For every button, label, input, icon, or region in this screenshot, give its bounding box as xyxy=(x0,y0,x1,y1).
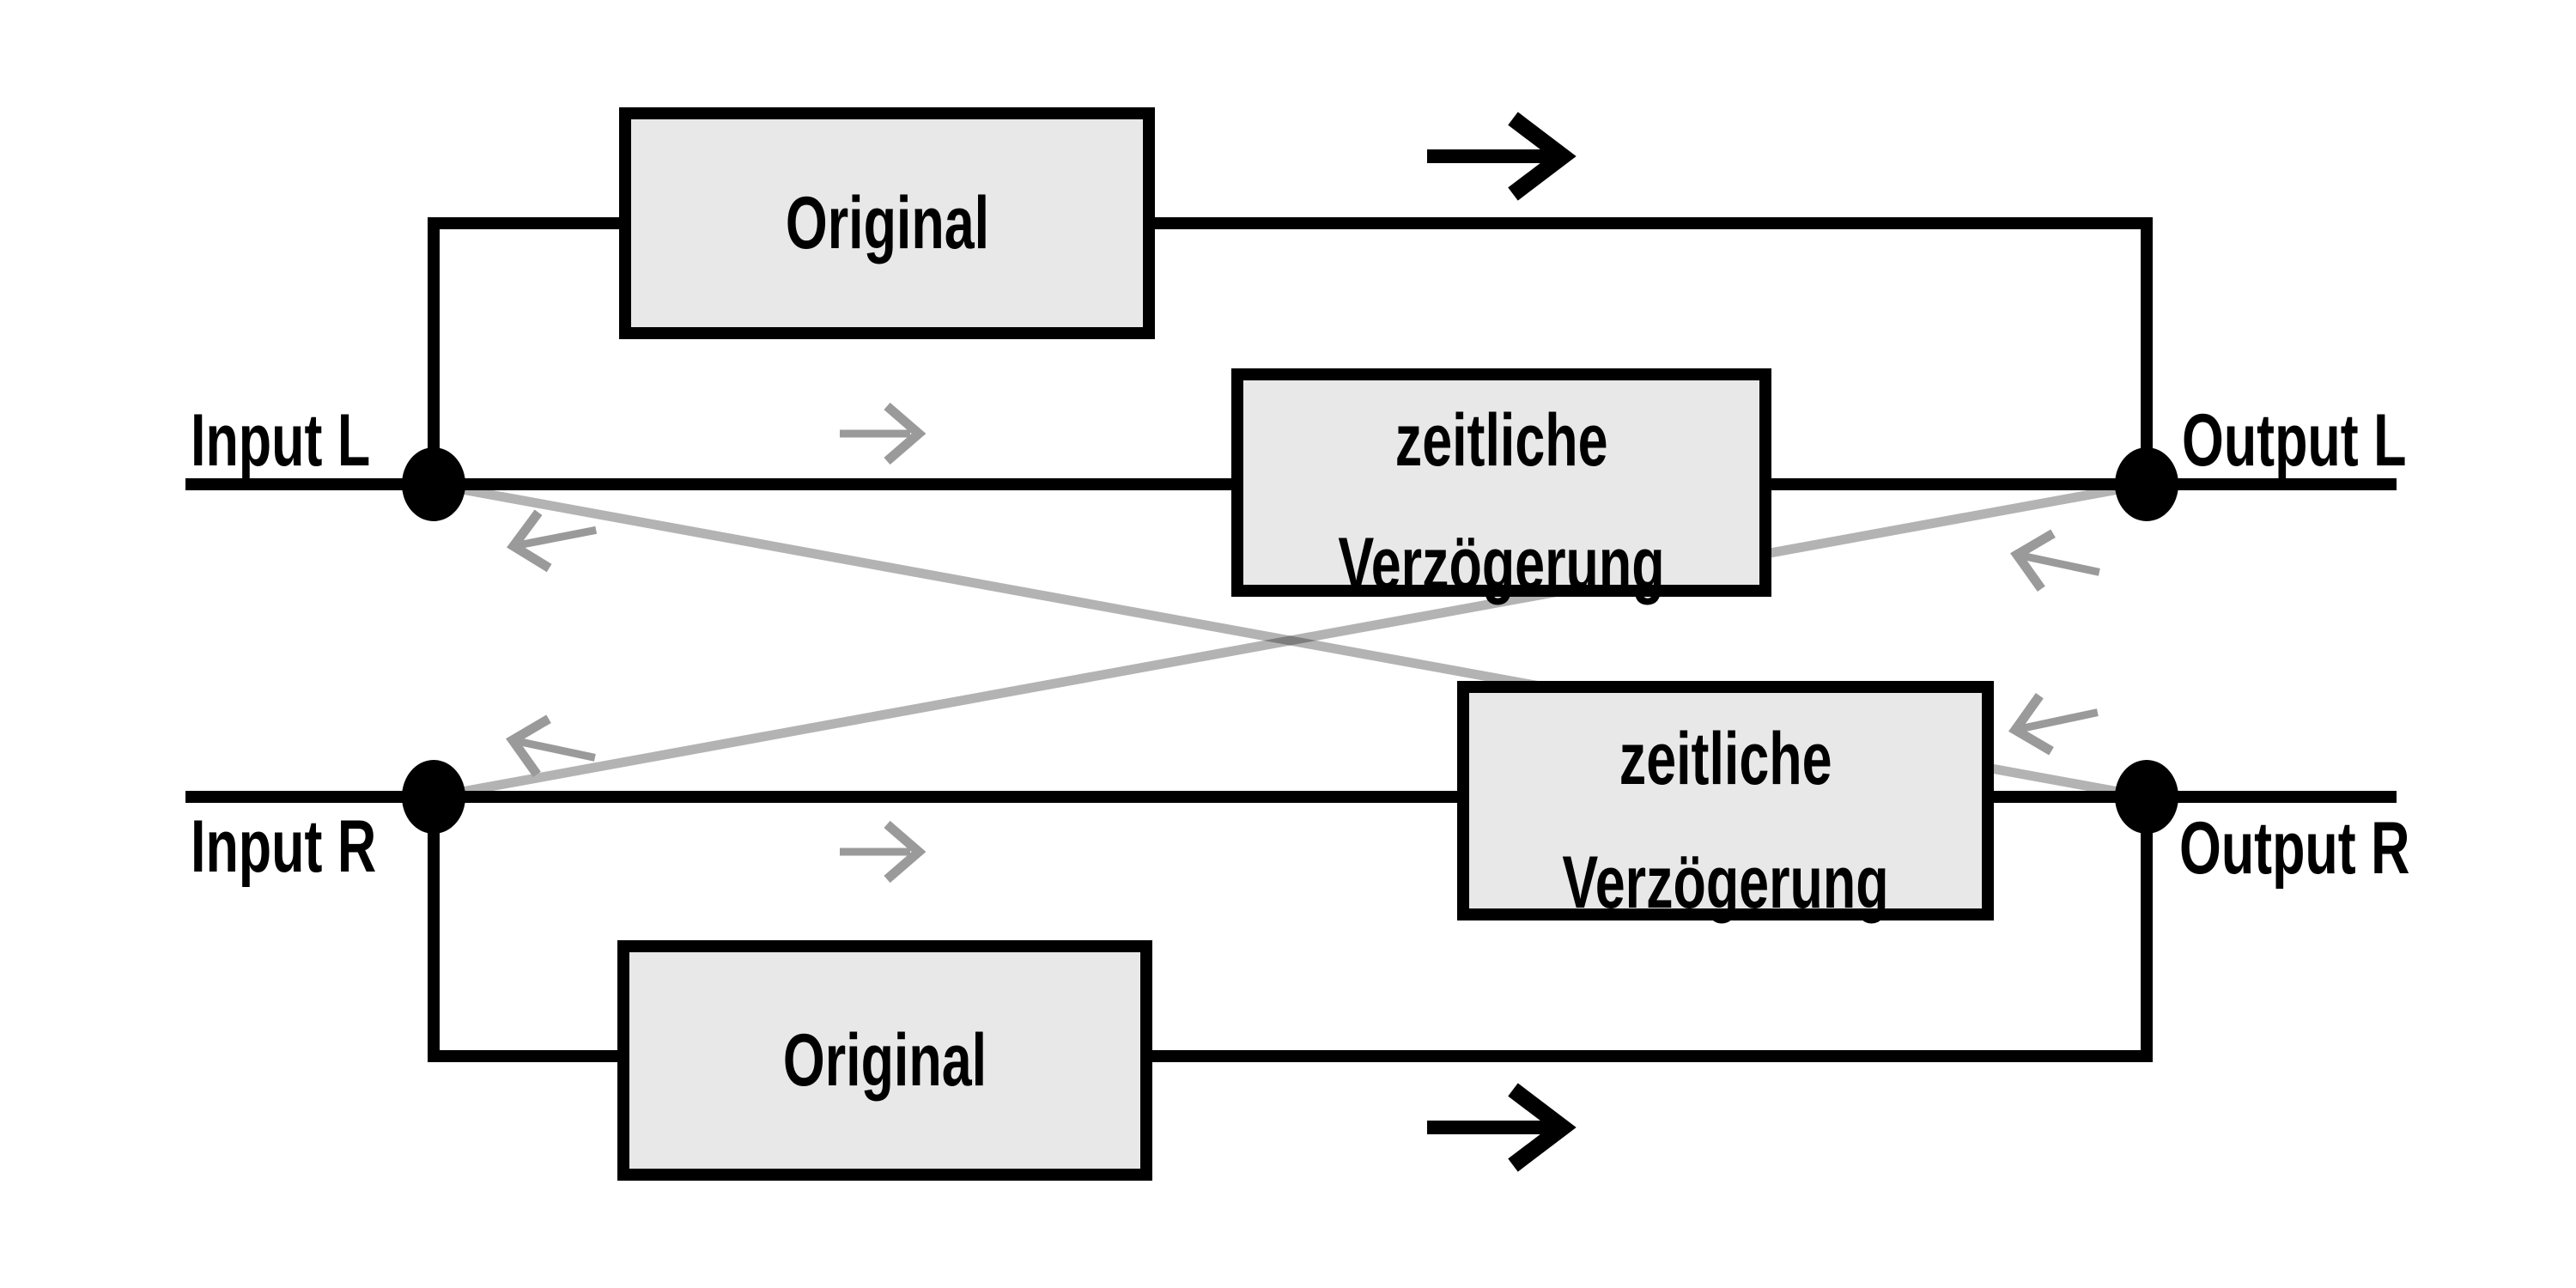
input-l-label: Input L xyxy=(191,399,371,482)
gray-left-arrow-near-input-r xyxy=(506,714,596,777)
junction-node-input-l xyxy=(402,447,465,521)
original-block-bottom xyxy=(617,940,1152,1181)
junction-node-output-l xyxy=(2115,447,2178,521)
junction-node-output-r xyxy=(2115,760,2178,834)
crossfeed-line-output-l-to-input-r xyxy=(433,479,2148,802)
gray-right-arrow-top xyxy=(840,402,927,465)
branch-line-original-top xyxy=(428,217,2153,484)
original-block-top-label: Original xyxy=(785,182,989,264)
output-l-label: Output L xyxy=(2182,399,2407,482)
original-block-top xyxy=(619,107,1155,339)
delay-block-bottom xyxy=(1457,681,1994,920)
delay-block-bottom-label: zeitliche Verzögerung xyxy=(1562,717,1889,924)
gray-left-arrow-near-output-l xyxy=(2010,529,2100,592)
original-block-bottom-label: Original xyxy=(782,1019,987,1102)
output-r-label: Output R xyxy=(2179,807,2410,890)
black-right-arrow-bottom xyxy=(1427,1083,1577,1172)
branch-line-original-bottom xyxy=(428,797,2153,1062)
gray-left-arrow-near-input-l xyxy=(507,509,598,573)
junction-node-input-r xyxy=(402,760,465,834)
gray-right-arrow-bottom xyxy=(840,820,927,884)
input-r-label: Input R xyxy=(191,805,377,888)
black-right-arrow-top xyxy=(1427,112,1577,201)
delay-block-top-label: zeitliche Verzögerung xyxy=(1338,399,1665,605)
gray-left-arrow-near-output-r xyxy=(2008,693,2099,756)
delay-block-top xyxy=(1231,368,1771,597)
